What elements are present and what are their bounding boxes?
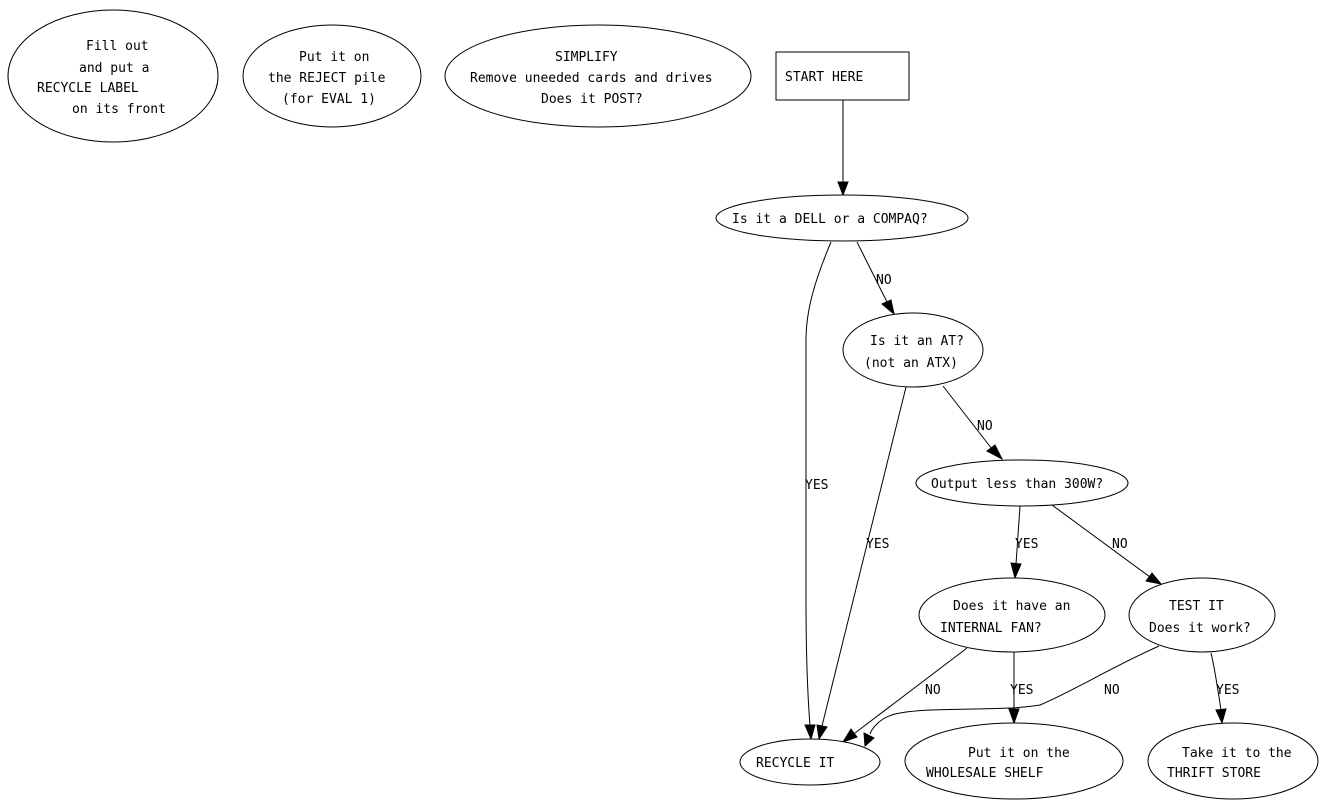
- node-text-line: (not an ATX): [864, 356, 958, 371]
- node-text-line: Put it on the: [968, 746, 1070, 761]
- edge-label-yes: YES: [866, 537, 889, 552]
- node-text-line: on its front: [72, 102, 166, 117]
- node-output-300w[interactable]: Output less than 300W?: [915, 459, 1129, 507]
- node-simplify[interactable]: SIMPLIFY Remove uneeded cards and drives…: [444, 24, 752, 128]
- node-text-line: Remove uneeded cards and drives: [470, 71, 713, 86]
- node-start-here[interactable]: START HERE: [775, 51, 910, 101]
- node-ellipse: [739, 738, 881, 786]
- node-wholesale-shelf[interactable]: Put it on the WHOLESALE SHELF: [904, 722, 1124, 800]
- edge-line: [854, 647, 968, 734]
- arrowhead-icon: [1010, 562, 1022, 580]
- edge-label-no: NO: [977, 419, 993, 434]
- edge-label-yes: YES: [1015, 537, 1038, 552]
- edge-line: [856, 241, 888, 303]
- node-text-line: Take it to the: [1182, 746, 1292, 761]
- edge-line: [821, 386, 907, 727]
- node-text-line: START HERE: [785, 70, 863, 85]
- node-ellipse: [904, 722, 1124, 800]
- edge-is-at-to-output: NO: [942, 385, 1004, 461]
- edge-test-to-thrift: YES: [1210, 652, 1239, 725]
- node-text-line: Does it have an: [953, 599, 1070, 614]
- node-ellipse: [918, 577, 1106, 653]
- edge-is-at-to-recycle: YES: [816, 386, 907, 741]
- arrowhead-icon: [804, 724, 816, 741]
- node-text-line: Output less than 300W?: [931, 477, 1103, 492]
- node-internal-fan[interactable]: Does it have an INTERNAL FAN?: [918, 577, 1106, 653]
- arrowhead-icon: [1008, 708, 1020, 725]
- node-ellipse: [242, 24, 422, 128]
- node-ellipse: [7, 9, 219, 143]
- node-dell-or-compaq[interactable]: Is it a DELL or a COMPAQ?: [715, 194, 969, 242]
- node-text-line: RECYCLE LABEL: [37, 81, 139, 96]
- edge-label-yes: YES: [1216, 683, 1239, 698]
- node-text-line: (for EVAL 1): [282, 92, 376, 107]
- edge-label-no: NO: [1104, 683, 1120, 698]
- node-fill-out-label[interactable]: Fill out and put a RECYCLE LABEL on its …: [7, 9, 219, 143]
- node-text-line: Fill out: [86, 39, 149, 54]
- node-text-line: and put a: [79, 61, 149, 76]
- edge-label-no: NO: [1112, 537, 1128, 552]
- edges: NO YES NO YES YES NO: [804, 100, 1239, 748]
- node-text-line: Does it POST?: [541, 92, 643, 107]
- node-ellipse: [444, 24, 752, 128]
- edge-line: [869, 645, 1160, 735]
- arrowhead-icon: [986, 444, 1004, 461]
- arrowhead-icon: [837, 181, 849, 197]
- edge-test-to-recycle: NO: [863, 645, 1160, 748]
- edge-line: [1210, 652, 1222, 711]
- arrowhead-icon: [1145, 572, 1163, 585]
- node-box: [775, 51, 910, 101]
- edge-line: [805, 241, 832, 727]
- edge-start-to-dell-compaq: [837, 100, 849, 197]
- node-ellipse: [842, 312, 984, 388]
- node-text-line: Is it an AT?: [870, 334, 964, 349]
- node-is-it-at[interactable]: Is it an AT? (not an ATX): [842, 312, 984, 388]
- arrowhead-icon: [1215, 708, 1227, 725]
- node-recycle-it[interactable]: RECYCLE IT: [739, 738, 881, 786]
- node-ellipse: [1128, 577, 1276, 653]
- node-ellipse: [915, 459, 1129, 507]
- node-text-line: Is it a DELL or a COMPAQ?: [732, 212, 928, 227]
- arrowhead-icon: [816, 724, 828, 741]
- node-test-it[interactable]: TEST IT Does it work?: [1128, 577, 1276, 653]
- node-text-line: TEST IT: [1169, 599, 1224, 614]
- edge-output-to-test: NO: [1051, 504, 1163, 585]
- edge-label-yes: YES: [805, 478, 828, 493]
- edge-label-no: NO: [925, 683, 941, 698]
- node-text-line: THRIFT STORE: [1167, 766, 1261, 781]
- node-reject-pile[interactable]: Put it on the REJECT pile (for EVAL 1): [242, 24, 422, 128]
- edge-dell-compaq-to-is-at: NO: [856, 241, 895, 316]
- nodes: Fill out and put a RECYCLE LABEL on its …: [7, 9, 1319, 800]
- edge-dell-compaq-to-recycle: YES: [804, 241, 832, 741]
- node-text-line: RECYCLE IT: [756, 756, 834, 771]
- node-thrift-store[interactable]: Take it to the THRIFT STORE: [1147, 722, 1319, 800]
- node-text-line: Does it work?: [1149, 621, 1251, 636]
- node-text-line: WHOLESALE SHELF: [926, 766, 1044, 781]
- arrowhead-icon: [841, 728, 858, 743]
- node-text-line: Put it on: [299, 50, 369, 65]
- node-text-line: INTERNAL FAN?: [940, 621, 1042, 636]
- edge-line: [942, 385, 993, 450]
- arrowhead-icon: [863, 732, 875, 748]
- node-ellipse: [715, 194, 969, 242]
- node-text-line: SIMPLIFY: [555, 50, 618, 65]
- edge-fan-to-wholesale: YES: [1008, 652, 1033, 725]
- edge-label-yes: YES: [1010, 683, 1033, 698]
- arrowhead-icon: [881, 299, 895, 316]
- edge-label-no: NO: [876, 273, 892, 288]
- edge-fan-to-recycle: NO: [841, 647, 968, 743]
- edge-line: [1015, 505, 1021, 565]
- node-text-line: the REJECT pile: [268, 71, 386, 86]
- edge-line: [1051, 504, 1151, 578]
- edge-output-to-fan: YES: [1010, 505, 1038, 580]
- node-ellipse: [1147, 722, 1319, 800]
